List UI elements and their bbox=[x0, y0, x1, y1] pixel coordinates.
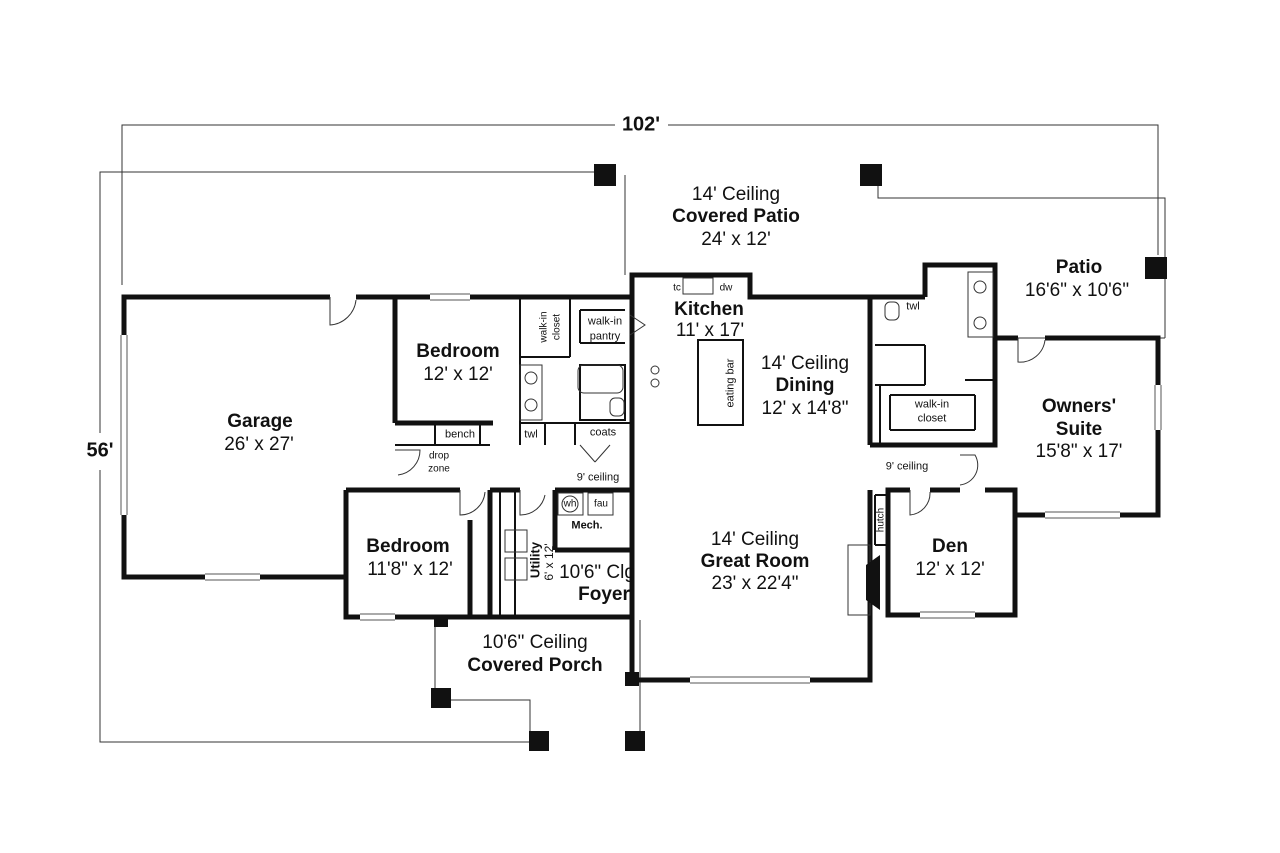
posts bbox=[431, 164, 1167, 751]
garage-size: 26' x 27' bbox=[224, 434, 294, 456]
covered-porch-name: Covered Porch bbox=[467, 655, 603, 677]
walk-in-pantry-label-1: walk-in bbox=[587, 315, 623, 328]
mech-label: Mech. bbox=[571, 519, 603, 532]
walk-in-pantry-label-2: pantry bbox=[589, 330, 621, 343]
bedroom-2-name: Bedroom bbox=[366, 536, 450, 558]
ceiling-9-label-1: 9' ceiling bbox=[576, 471, 620, 484]
width-dimension: 102' bbox=[621, 113, 661, 136]
dw-label: dw bbox=[719, 282, 733, 294]
den-name: Den bbox=[932, 536, 968, 558]
bench-label: bench bbox=[445, 428, 475, 441]
drop-zone-label-2: zone bbox=[428, 463, 450, 475]
doors bbox=[329, 297, 1046, 516]
owners-suite-size: 15'8" x 17' bbox=[1035, 441, 1123, 463]
den-size: 12' x 12' bbox=[915, 559, 985, 581]
great-room-ceiling: 14' Ceiling bbox=[710, 529, 800, 551]
fireplace bbox=[866, 555, 880, 610]
tc-label: tc bbox=[673, 282, 681, 294]
walk-in-closet-b-label-1: walk-in bbox=[914, 398, 950, 411]
foyer-ceiling: 10'6" Clg bbox=[559, 562, 635, 584]
fixtures bbox=[504, 271, 994, 616]
foyer-name: Foyer bbox=[578, 584, 630, 606]
covered-porch-ceiling: 10'6" Ceiling bbox=[482, 632, 588, 654]
bedroom-2-size: 11'8" x 12' bbox=[367, 559, 453, 581]
eating-bar-label: eating bar bbox=[724, 358, 737, 408]
dining-size: 12' x 14'8" bbox=[761, 398, 849, 420]
great-room-size: 23' x 22'4" bbox=[711, 573, 799, 595]
dining-name: Dining bbox=[775, 375, 835, 397]
owners-suite-name-2: Suite bbox=[1055, 419, 1103, 441]
covered-patio-ceiling: 14' Ceiling bbox=[691, 184, 781, 206]
walk-in-closet-a-label-1: walk-in bbox=[538, 311, 550, 343]
drop-zone-label-1: drop bbox=[428, 450, 450, 462]
walk-in-closet-b-label-2: closet bbox=[917, 412, 947, 425]
dining-ceiling: 14' Ceiling bbox=[760, 353, 850, 375]
patio-name: Patio bbox=[1055, 257, 1103, 279]
kitchen-size: 11' x 17' bbox=[675, 320, 745, 342]
covered-patio-name: Covered Patio bbox=[672, 206, 800, 228]
covered-patio-size: 24' x 12' bbox=[701, 229, 771, 251]
hutch-label: hutch bbox=[875, 507, 887, 533]
depth-dimension: 56' bbox=[86, 439, 114, 462]
utility-size: 6' x 12' bbox=[542, 543, 557, 581]
walk-in-closet-a-label-2: closet bbox=[551, 313, 563, 341]
great-room-name: Great Room bbox=[700, 551, 810, 573]
bedroom-1-name: Bedroom bbox=[416, 341, 500, 363]
wh-label: wh bbox=[563, 498, 577, 510]
windows bbox=[120, 293, 1162, 684]
dimension-lines bbox=[99, 124, 1159, 743]
twl-label-1: twl bbox=[524, 428, 538, 441]
ceiling-9-label-2: 9' ceiling bbox=[885, 460, 929, 473]
patio-size: 16'6" x 10'6" bbox=[1024, 280, 1130, 302]
twl-label-2: twl bbox=[906, 300, 920, 313]
fau-label: fau bbox=[594, 498, 608, 510]
coats-label: coats bbox=[589, 426, 617, 439]
owners-suite-name-1: Owners' bbox=[1041, 396, 1117, 418]
kitchen-name: Kitchen bbox=[674, 299, 744, 321]
bedroom-1-size: 12' x 12' bbox=[423, 364, 493, 386]
garage-name: Garage bbox=[227, 411, 293, 433]
